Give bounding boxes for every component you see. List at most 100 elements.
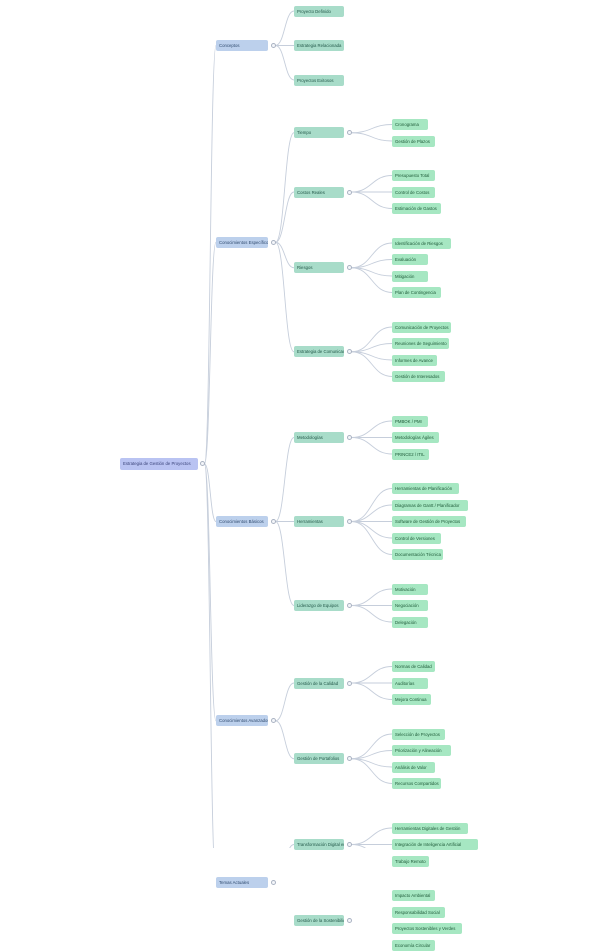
node-auditorias[interactable]: Auditorías (392, 677, 428, 689)
node-impacto-ambiental[interactable]: Impacto Ambiental (392, 890, 435, 901)
link-conocimientos-especificos (204, 241, 217, 465)
collapse-toggle-conocimientos-avanzados[interactable] (270, 718, 276, 724)
node-temas-actuales[interactable]: Temas Actuales (216, 876, 268, 888)
link-normas-de-calidad (351, 666, 393, 684)
collapse-toggle-transformacion-digital-en-proyectos[interactable] (346, 842, 352, 847)
link-metodologias (275, 437, 295, 522)
node-delegacion[interactable]: Delegación (392, 616, 428, 628)
node-identificacion-de-riesgos[interactable]: Identificación de Riesgos (392, 237, 452, 249)
collapse-toggle-estrategia-de-comunicacion[interactable] (346, 349, 352, 355)
node-proyecto-definido[interactable]: Proyecto Definido (294, 5, 344, 17)
node-documentacion-tecnica[interactable]: Documentación Técnica (392, 549, 444, 560)
link-prince2-itil (351, 437, 393, 455)
node-conceptos[interactable]: Conceptos (216, 40, 268, 51)
collapse-toggle-tiempo[interactable] (346, 130, 352, 136)
collapse-toggle-liderazgo-de-equipos[interactable] (346, 603, 352, 608)
node-gestion-de-plazos[interactable]: Gestión de Plazos (392, 135, 435, 147)
link-conocimientos-avanzados (204, 463, 217, 722)
node-conocimientos-especificos[interactable]: Conocimientos Específicos (216, 236, 268, 248)
node-pmbok-pmi[interactable]: PMBOK / PMI (392, 415, 428, 427)
link-presupuesto-total (351, 175, 393, 193)
collapse-toggle-gestion-de-la-sostenibilidad[interactable] (346, 917, 352, 923)
node-herramientas-de-planificacion[interactable]: Herramientas de Planificación (392, 483, 460, 494)
link-proyecto-definido (275, 10, 295, 46)
link-costos-reales (275, 191, 295, 243)
node-metodologias-agiles[interactable]: Metodologías Ágiles (392, 432, 439, 443)
link-motivacion (351, 588, 393, 606)
node-cronograma[interactable]: Cronograma (392, 119, 428, 130)
node-mejora-continua[interactable]: Mejora Continua (392, 694, 431, 705)
node-responsabilidad-social[interactable]: Responsabilidad Social (392, 906, 446, 918)
root-collapse-toggle[interactable] (199, 461, 205, 467)
collapse-toggle-gestion-de-portafolios[interactable] (346, 756, 352, 762)
node-costos-reales[interactable]: Costos Reales (294, 186, 344, 198)
node-informes-de-avance[interactable]: Informes de Avance (392, 354, 437, 366)
node-seleccion-de-proyectos[interactable]: Selección de Proyectos (392, 728, 446, 740)
link-mejora-continua (351, 682, 393, 700)
link-control-de-versiones (351, 521, 393, 539)
node-negociacion[interactable]: Negociación (392, 600, 428, 611)
node-mitigacion[interactable]: Mitigación (392, 270, 428, 282)
collapse-toggle-gestion-de-la-calidad[interactable] (346, 680, 352, 686)
node-control-de-versiones[interactable]: Control de Versiones (392, 532, 441, 544)
node-conocimientos-basicos[interactable]: Conocimientos Básicos (216, 516, 268, 527)
node-integracion-de-inteligencia-artificial[interactable]: Integración de Inteligencia Artificial (392, 839, 478, 850)
node-priorizacion-y-alineacion[interactable]: Priorización y Alineación (392, 745, 452, 756)
node-estrategia-relacionada[interactable]: Estrategia Relacionada (294, 40, 344, 51)
node-estrategia-de-comunicacion[interactable]: Estrategia de Comunicación (294, 346, 344, 358)
node-proyectos-exitosos[interactable]: Proyectos Exitosos (294, 74, 344, 86)
node-proyectos-sostenibles-y-verdes[interactable]: Proyectos Sostenibles y Verdes (392, 923, 462, 934)
link-riesgos (275, 241, 295, 269)
root-node[interactable]: Estrategia de Gestión de Proyectos (120, 457, 198, 470)
link-cronograma (351, 124, 393, 134)
node-herramientas[interactable]: Herramientas (294, 516, 344, 527)
node-herramientas-digitales-de-gestion[interactable]: Herramientas Digitales de Gestión (392, 822, 468, 834)
node-presupuesto-total[interactable]: Presupuesto Total (392, 170, 435, 181)
node-recursos-compartidos[interactable]: Recursos Compartidos (392, 778, 441, 789)
link-diagramas-de-gantt-planificador (351, 504, 393, 522)
node-software-de-gestion-de-proyectos[interactable]: Software de Gestión de Proyectos (392, 516, 466, 527)
link-gestion-de-plazos (351, 132, 393, 142)
link-gestion-de-la-calidad (275, 682, 295, 722)
node-conocimientos-avanzados[interactable]: Conocimientos Avanzados (216, 715, 268, 727)
node-gestion-de-la-calidad[interactable]: Gestión de la Calidad (294, 677, 344, 689)
node-comunicacion-de-proyectos[interactable]: Comunicación de Proyectos (392, 321, 452, 333)
node-plan-de-contingencia[interactable]: Plan de Contingencia (392, 287, 441, 298)
node-liderazgo-de-equipos[interactable]: Liderazgo de Equipos (294, 600, 344, 611)
node-gestion-de-interesados[interactable]: Gestión de Interesados (392, 371, 446, 382)
collapse-toggle-metodologias[interactable] (346, 435, 352, 440)
collapse-toggle-herramientas[interactable] (346, 519, 352, 524)
node-transformacion-digital-en-proyectos[interactable]: Transformación Digital en Proyectos (294, 839, 344, 850)
node-trabajo-remoto[interactable]: Trabajo Remoto (392, 855, 429, 867)
node-metodologias[interactable]: Metodologías (294, 432, 344, 443)
node-evaluacion[interactable]: Evaluación (392, 254, 428, 265)
collapse-toggle-conocimientos-especificos[interactable] (270, 239, 276, 245)
link-estimacion-de-gastos (351, 191, 393, 209)
collapse-toggle-conceptos[interactable] (270, 43, 276, 48)
node-tiempo[interactable]: Tiempo (294, 127, 344, 139)
node-gestion-de-portafolios[interactable]: Gestión de Portafolios (294, 753, 344, 765)
node-normas-de-calidad[interactable]: Normas de Calidad (392, 661, 435, 672)
collapse-toggle-temas-actuales[interactable] (270, 879, 276, 885)
node-analisis-de-valor[interactable]: Análisis de Valor (392, 761, 435, 773)
link-liderazgo-de-equipos (275, 521, 295, 606)
collapse-toggle-conocimientos-basicos[interactable] (270, 519, 276, 524)
node-gestion-de-la-sostenibilidad[interactable]: Gestión de la Sostenibilidad (294, 914, 344, 926)
link-gestion-de-portafolios (275, 720, 295, 760)
node-motivacion[interactable]: Motivación (392, 583, 428, 595)
collapse-toggle-costos-reales[interactable] (346, 189, 352, 195)
link-temas-actuales (204, 463, 214, 848)
node-prince2-itil[interactable]: PRINCE2 / ITIL (392, 448, 429, 460)
node-reuniones-de-seguimiento[interactable]: Reuniones de Seguimiento (392, 338, 450, 349)
node-economia-circular[interactable]: Economía Circular (392, 939, 435, 951)
link-herramientas-digitales-de-gestion (351, 827, 393, 845)
node-estimacion-de-gastos[interactable]: Estimación de Gastos (392, 203, 441, 214)
collapse-toggle-riesgos[interactable] (346, 265, 352, 271)
node-control-de-costos[interactable]: Control de Costos (392, 186, 435, 198)
link-recursos-compartidos (351, 758, 393, 784)
node-riesgos[interactable]: Riesgos (294, 262, 344, 274)
node-diagramas-de-gantt-planificador[interactable]: Diagramas de Gantt / Planificador (392, 499, 468, 511)
link-gestion-de-interesados (351, 351, 393, 377)
link-proyectos-exitosos (275, 45, 295, 81)
link-documentacion-tecnica (351, 521, 393, 555)
